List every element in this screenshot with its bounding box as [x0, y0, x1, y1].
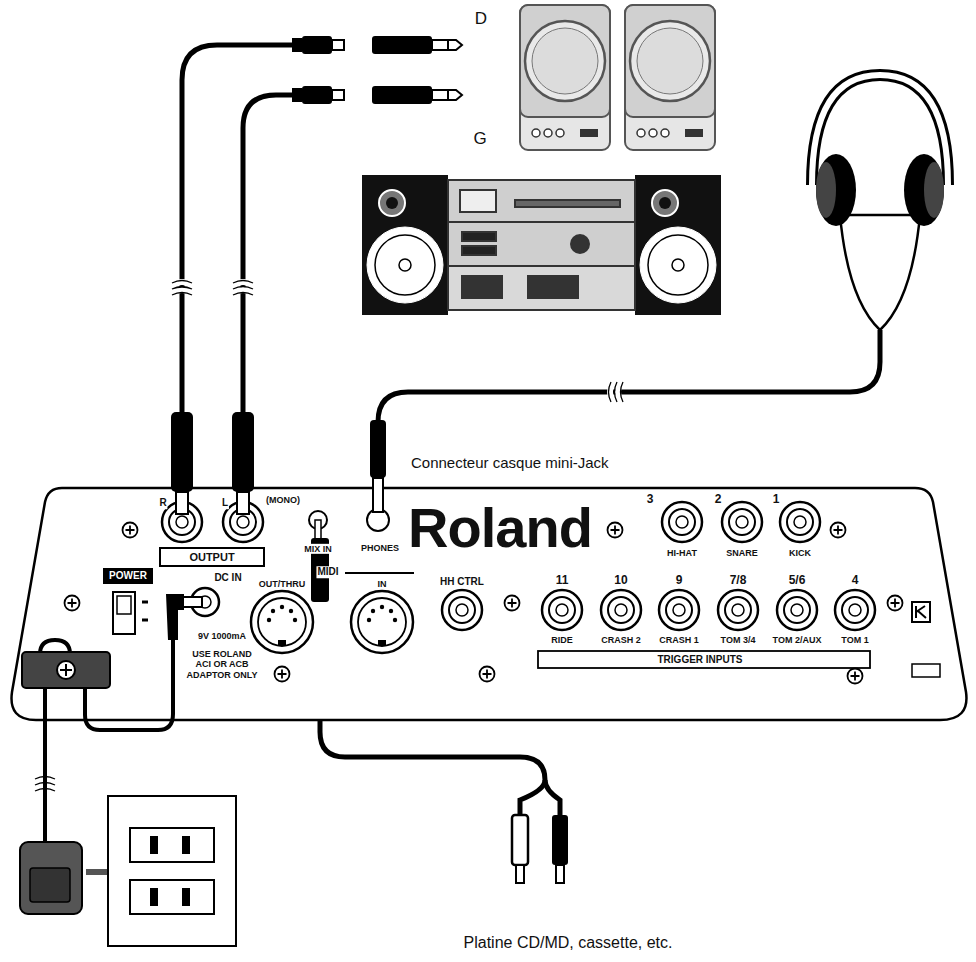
jack-label: (MONO): [265, 495, 301, 505]
callout-number: 9: [675, 574, 684, 588]
jack-label: RIDE: [550, 635, 574, 645]
jack-label: KICK: [788, 548, 812, 558]
channel-letter: D: [474, 9, 488, 29]
callout-number: 1: [772, 493, 781, 507]
section-label: TRIGGER INPUTS: [656, 654, 743, 666]
connector-caption: Connecteur casque mini-Jack: [410, 454, 610, 471]
channel-letter: G: [472, 129, 487, 149]
jack-label: HH CTRL: [439, 576, 485, 588]
jack-label: SNARE: [725, 548, 759, 558]
warning-note: USE ROLAND ACI OR ACB ADAPTOR ONLY: [184, 649, 260, 680]
callout-number: 11: [555, 574, 570, 588]
device-caption: Platine CD/MD, cassette, etc.: [463, 934, 674, 952]
jack-label: R: [158, 497, 167, 509]
jack-label: L: [221, 497, 229, 509]
jack-label: IN: [377, 579, 388, 589]
switch-label: POWER: [108, 570, 148, 582]
jack-label: CRASH 1: [658, 635, 700, 645]
callout-number: 4: [851, 574, 860, 588]
jack-label: TOM 1: [840, 635, 869, 645]
jack-label: TOM 2/AUX: [772, 635, 823, 645]
jack-label: TOM 3/4: [720, 635, 757, 645]
jack-label: OUT/THRU: [258, 579, 307, 589]
jack-label: DC IN: [213, 572, 242, 584]
section-label: OUTPUT: [188, 551, 235, 564]
callout-number: 5/6: [788, 574, 807, 588]
jack-label: CRASH 2: [600, 635, 642, 645]
jack-label: PHONES: [360, 543, 400, 553]
rating-label: 9V 1000mA: [197, 631, 247, 641]
section-label: MIDI: [316, 566, 339, 578]
callout-number: 7/8: [729, 574, 748, 588]
jack-label: HI-HAT: [666, 548, 698, 558]
brand-logo: Roland: [407, 500, 593, 556]
callout-number: 10: [613, 574, 628, 588]
callout-number: 2: [714, 493, 723, 507]
callout-number: 3: [646, 493, 655, 507]
jack-label: MIX IN: [303, 544, 333, 554]
